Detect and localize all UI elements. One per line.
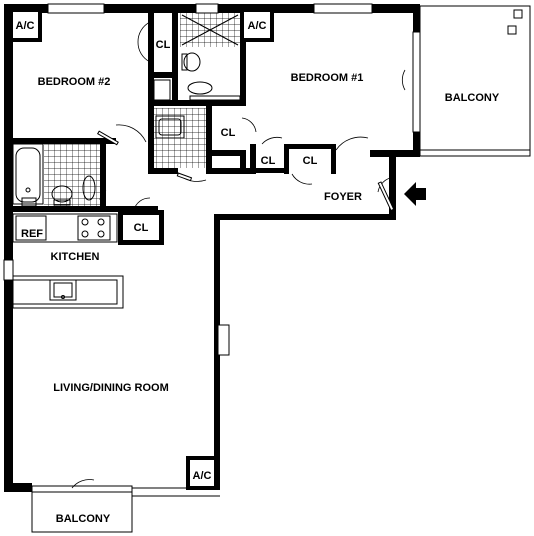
label-ac-top-left: A/C xyxy=(16,20,35,32)
label-closet-bedroom2: CL xyxy=(156,39,171,51)
label-closet-bath: CL xyxy=(221,127,236,139)
label-closet-kitchen: CL xyxy=(134,222,149,234)
balconies xyxy=(31,5,531,533)
label-balcony-right: BALCONY xyxy=(445,92,500,104)
entry-arrow-icon xyxy=(404,182,426,206)
label-kitchen: KITCHEN xyxy=(51,251,100,263)
bathroom-fixtures xyxy=(12,13,241,207)
label-closet-hall-2: CL xyxy=(303,155,318,167)
label-closet-hall-1: CL xyxy=(261,155,276,167)
label-ac-bottom: A/C xyxy=(193,470,212,482)
label-ref: REF xyxy=(21,228,43,240)
interior-walls xyxy=(4,4,336,490)
label-living-dining: LIVING/DINING ROOM xyxy=(53,382,169,394)
kitchen-fixtures xyxy=(12,213,124,309)
label-bedroom-1: BEDROOM #1 xyxy=(291,72,364,84)
label-ac-top-right: A/C xyxy=(248,20,267,32)
room-labels: A/C A/C A/C BEDROOM #2 BEDROOM #1 BALCON… xyxy=(16,20,500,525)
doors xyxy=(71,21,406,489)
label-bedroom-2: BEDROOM #2 xyxy=(38,76,111,88)
label-foyer: FOYER xyxy=(324,191,362,203)
label-balcony-bottom: BALCONY xyxy=(56,513,111,525)
